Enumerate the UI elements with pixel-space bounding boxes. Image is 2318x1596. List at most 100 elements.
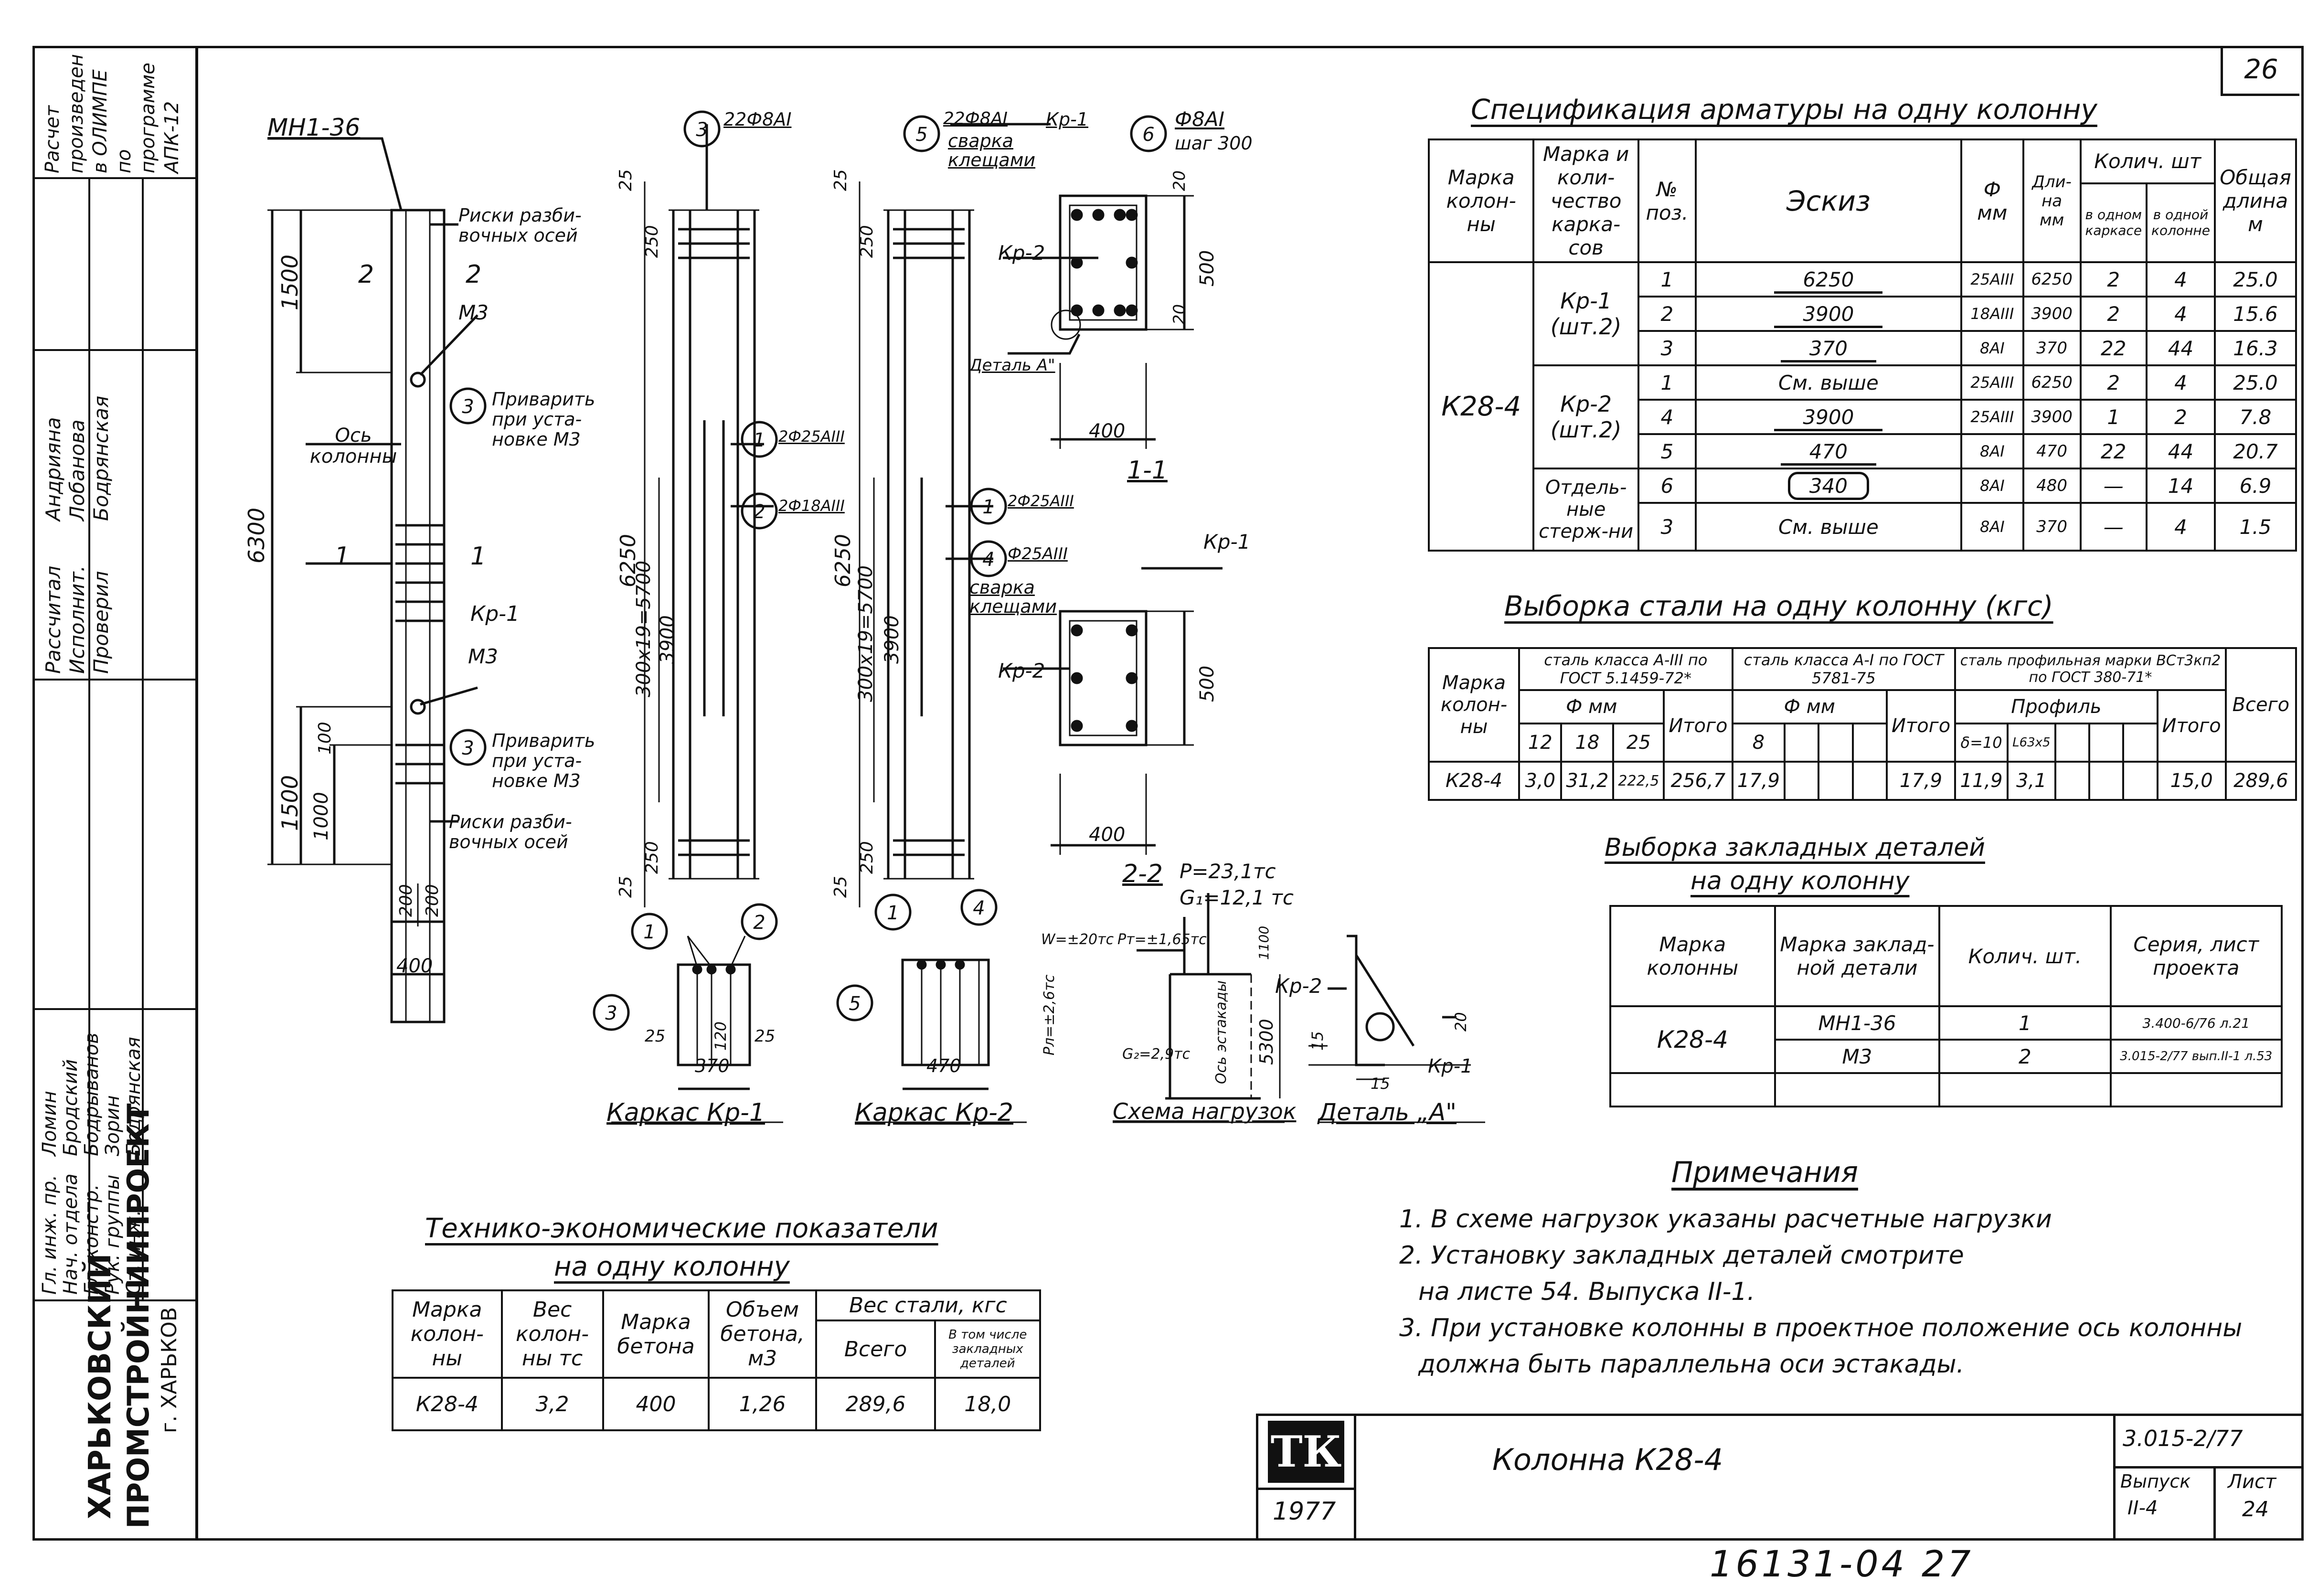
dim-3900-kp2: 3900 [881,615,903,664]
svg-text:3: 3 [462,737,474,759]
tech-h-volume: Объем бетона, м3 [708,1289,817,1379]
spec-length: 6250 [2022,261,2082,298]
dim-20-a: 20 [1170,170,1189,191]
steel-h-dia-a3: Ф мм [1518,689,1665,724]
title-year: 1977 [1273,1497,1336,1526]
spec-q1: 2 [2079,364,2148,401]
spec-pos: 3 [1637,502,1697,552]
title-block-right [2113,1416,2304,1538]
spec-q2: 44 [2146,330,2216,366]
dim-pitch-kp2: 300х19=5700 [855,565,877,702]
emb-qty: 2 [1938,1039,2112,1074]
spec-h-dia: Ф мм [1960,138,2024,263]
tech-volume: 1,26 [708,1377,817,1431]
spec-length: 370 [2022,502,2082,552]
svg-text:3: 3 [605,1002,617,1024]
steel-empty [2054,761,2091,801]
dim-250-kp1: 250 [642,225,662,258]
dim-25-kp2: 25 [831,169,851,191]
steel-empty [2088,761,2125,801]
title-cage-kp2: Каркас Кр-2 [855,1098,1013,1127]
dim-1100: 1100 [1256,926,1272,960]
label-kp1-side: Кр-1 [470,602,520,626]
note-3-cont: должна быть параллельна оси эстакады. [1418,1350,1965,1379]
label-sec2-right: 2 [466,260,482,289]
spec-total: 1.5 [2213,502,2297,552]
spec-total: 15.6 [2213,296,2297,332]
emb-series: 3.015-2/77 вып.II-1 л.53 [2109,1039,2283,1074]
spec-dia: 25АIII [1960,261,2024,298]
label-kp2-section2: Кр-2 [998,659,1045,682]
notes-title: Примечания [1671,1156,1858,1189]
notes-list: 1. В схеме нагрузок указаны расчетные на… [1399,1201,2242,1383]
spec-q1: 22 [2079,330,2148,366]
label-m3-bottom: М3 [468,645,498,668]
spec-q1: 2 [2079,261,2148,298]
spec-total: 20.7 [2213,433,2297,469]
svg-text:3: 3 [462,396,474,418]
steel-mark: К28-4 [1427,761,1521,801]
dim-1000: 1000 [310,792,332,841]
sheet-value: 24 [2242,1497,2269,1522]
note-3: 3. При установке колонны в проектное пол… [1399,1314,2243,1342]
spec-sketch: См. выше [1694,364,1962,401]
svg-text:3: 3 [696,119,708,141]
dim-400-column: 400 [396,955,433,977]
tech-title-2: на одну колонну [554,1251,790,1282]
title-load-scheme: Схема нагрузок [1113,1098,1297,1124]
label-rebar-2: 2Ф18АIII [778,497,845,515]
label-weld-clamps-2: сварка клещами [969,577,1057,617]
spec-h-total: Общая длина м [2213,138,2297,263]
dim-25-right: 25 [755,1027,776,1046]
drawing-name: Колонна К28-4 [1492,1442,1723,1477]
label-weld-bottom: Приварить при уста-новке М3 [492,730,595,791]
dim-250-kp2-bottom: 250 [857,841,877,874]
label-cage-kp1-top: Кр-1 [1046,109,1088,130]
emb-qty: 1 [1938,1005,2112,1041]
spec-dia: 8АI [1960,330,2024,366]
spec-h-cages: Марка и коли-чество карка-сов [1532,138,1639,263]
dim-6300: 6300 [244,507,269,564]
dim-25-kp1-bottom: 25 [616,876,636,898]
label-marks-bottom: Риски разби-вочных осей [449,811,572,852]
label-rebar-1b: 2Ф25АIII [1008,492,1074,510]
label-mn136: МН1-36 [267,114,361,141]
spec-q2: 4 [2146,502,2216,552]
spec-h-pos: № поз. [1637,138,1697,263]
spec-sketch: 340 [1694,468,1962,504]
steel-h-sum-a3: Итого [1663,689,1733,763]
dim-3900-kp1: 3900 [657,615,679,664]
dim-20-detail: 20 [1452,1012,1470,1032]
dim-25-kp2-bottom: 25 [831,876,851,898]
spec-dia: 8АI [1960,433,2024,469]
steel-h-profile-steel: сталь профильная марки ВСт3кп2 по ГОСТ 3… [1954,647,2227,691]
spec-length: 480 [2022,468,2082,504]
steel-h-d8: 8 [1731,723,1786,763]
dim-15-b: 15 [1371,1075,1390,1093]
dim-15-a: 15 [1308,1031,1327,1051]
label-section-2-2: 2-2 [1122,860,1163,888]
spec-pos: 1 [1637,261,1697,298]
steel-h-d25: 25 [1612,723,1665,763]
steel-h-a3: сталь класса А-III по ГОСТ 5.1459-72* [1518,647,1733,691]
svg-text:1: 1 [643,921,655,943]
dim-20-b: 20 [1170,304,1189,325]
dim-500-s2: 500 [1196,665,1218,702]
dim-25-kp1: 25 [616,169,636,191]
steel-empty [1818,761,1854,801]
dim-500-s1: 500 [1196,250,1218,287]
steel-empty [1851,761,1888,801]
tech-concrete: 400 [602,1377,710,1431]
steel-sum-prof: 15,0 [2156,761,2227,801]
steel-empty [1784,761,1820,801]
spec-q1: 22 [2079,433,2148,469]
label-weld-clamps-1: сварка клещами [948,130,1036,170]
sheet-label: Лист [2228,1471,2276,1493]
spec-q1: — [2079,502,2148,552]
series-number: 3.015-2/77 [2123,1426,2243,1451]
spec-h-qty: Колич. шт [2079,138,2216,184]
load-p: Р=23,1тс [1180,860,1276,883]
tech-h-steel: Вес стали, кгс [815,1289,1042,1321]
tech-h-mark: Марка колон-ны [392,1289,503,1379]
